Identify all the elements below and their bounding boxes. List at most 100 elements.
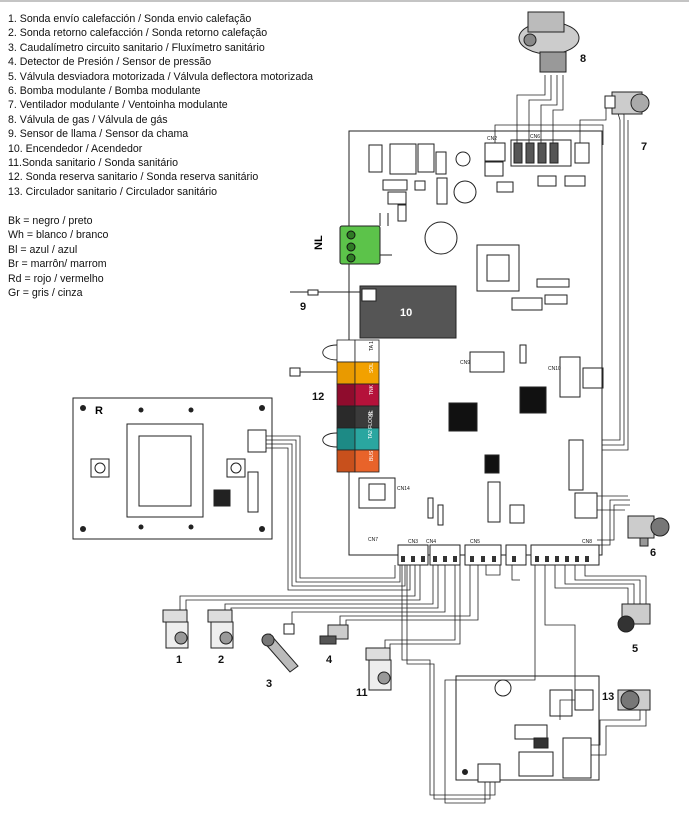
label-cn4: CN4 xyxy=(426,539,436,545)
wire-sensor-2 xyxy=(224,565,434,612)
cb-component-3 xyxy=(574,689,594,711)
connector-cn10 xyxy=(559,356,581,398)
terminal-ta2 xyxy=(354,427,380,451)
wire-valve-5d xyxy=(584,565,647,605)
display-harness xyxy=(266,435,411,591)
hole xyxy=(188,407,194,413)
legend-item-9: 9. Sensor de llama / Sensor da chama xyxy=(8,128,189,141)
cn14-socket xyxy=(368,483,386,501)
wire-circ-13 xyxy=(591,710,641,746)
button-right-cap xyxy=(230,462,242,474)
wire-board13 xyxy=(401,565,496,796)
wire-dhw-11 xyxy=(384,565,456,650)
hole xyxy=(80,405,86,411)
label-bus: BUS xyxy=(369,450,375,461)
lcd-screen xyxy=(138,435,192,507)
pin xyxy=(512,556,516,562)
flowmeter-3 xyxy=(261,623,299,673)
sensor-harness xyxy=(179,75,647,804)
sensor-12-probe xyxy=(289,367,301,377)
terminal-se xyxy=(354,405,380,429)
wire xyxy=(266,443,406,587)
pump-6-body xyxy=(627,515,655,539)
wire-top-cn2 xyxy=(494,124,604,145)
pin xyxy=(470,556,474,562)
terminal-ta1 xyxy=(354,339,380,363)
terminal-sol-left xyxy=(336,361,356,385)
number-1: 1 xyxy=(176,654,182,666)
wire xyxy=(266,435,396,579)
wire-board13b xyxy=(406,565,491,800)
pin xyxy=(535,556,539,562)
connector-cn14 xyxy=(358,477,396,509)
pin xyxy=(555,556,559,562)
legend-item-4: 4. Detector de Presión / Sensor de press… xyxy=(8,56,212,69)
component-a xyxy=(382,179,408,191)
component-j xyxy=(536,278,570,288)
component-legend: 1. Sonda envío calefacción / Sonda envio… xyxy=(8,12,313,199)
pump-6-base xyxy=(639,537,649,547)
label-tnk: TNK xyxy=(369,384,375,395)
label-ta1: TA 1 xyxy=(369,341,375,351)
wire-valve-5b xyxy=(564,565,635,605)
nl-screw-1 xyxy=(346,230,356,240)
flowmeter-3-head xyxy=(261,633,275,647)
button-left-cap xyxy=(94,462,106,474)
component-c xyxy=(397,204,407,222)
label-cn6: CN6 xyxy=(530,134,540,140)
connector-cn7-top xyxy=(574,142,590,164)
component-e xyxy=(414,180,426,191)
hole xyxy=(138,407,144,413)
transformer xyxy=(476,244,520,292)
cb-component-2 xyxy=(549,689,573,717)
cn6-pin-3 xyxy=(537,142,547,164)
wire-circ-13b xyxy=(591,710,647,756)
legend-item-6: 6. Bomba modulante / Bomba modulante xyxy=(8,84,201,97)
gas-valve-top xyxy=(527,11,565,33)
wire-dhw-11b xyxy=(389,565,461,650)
wire-top-cn7 xyxy=(579,108,607,143)
nl-screw-3 xyxy=(346,253,356,263)
sensor-11-clip xyxy=(365,647,391,661)
pin xyxy=(545,556,549,562)
number-4: 4 xyxy=(326,654,333,666)
sensor-2-head xyxy=(219,631,233,645)
number-12: 12 xyxy=(312,391,324,403)
wire-pump-6 xyxy=(597,499,630,546)
cb-hole xyxy=(462,769,468,775)
bottom-pins xyxy=(401,556,589,562)
wire-color-wh: Wh = blanco / branco xyxy=(8,229,109,242)
legend-item-2: 2. Sonda retorno calefacción / Sonda ret… xyxy=(8,27,268,40)
pin xyxy=(433,556,437,562)
terminal-loops xyxy=(300,344,338,448)
pin xyxy=(565,556,569,562)
fan-hub xyxy=(630,93,650,113)
display-mount-holes xyxy=(80,405,265,532)
cb-connector-bottom xyxy=(477,763,501,783)
hole xyxy=(138,524,144,530)
legend-item-11: 11.Sonda sanitario / Sonda sanitário xyxy=(8,156,179,169)
component-r xyxy=(509,504,525,524)
component-numbers: 1 2 3 4 5 6 7 8 9 10 11 12 13 xyxy=(176,53,656,703)
ic-2 xyxy=(519,386,547,414)
label-se: SE xyxy=(369,410,375,417)
label-cn3: CN3 xyxy=(408,539,418,545)
cn6-pin-4 xyxy=(549,142,559,164)
wire-cn5 xyxy=(511,565,520,581)
pump-6 xyxy=(627,515,670,547)
connector-labels: CN2 CN6 CN3 CN4 CN5 CN8 CN7 CN9 CN10 CN1… xyxy=(368,134,592,545)
ic-3 xyxy=(484,454,500,474)
diverter-valve-5 xyxy=(617,603,651,633)
terminal-se-left xyxy=(336,405,356,429)
button-right xyxy=(226,458,246,478)
cb-component-1 xyxy=(494,679,512,697)
sensor-1-clip xyxy=(162,609,188,623)
legend-item-13: 13. Circulador sanitario / Circulador sa… xyxy=(8,185,218,198)
toroid xyxy=(424,221,458,255)
terminal-bus xyxy=(354,449,380,473)
component-b xyxy=(387,191,407,205)
display-r-label: R xyxy=(95,405,103,417)
pump-6-head xyxy=(650,517,670,537)
legend-item-10: 10. Encendedor / Acendedor xyxy=(8,142,143,155)
